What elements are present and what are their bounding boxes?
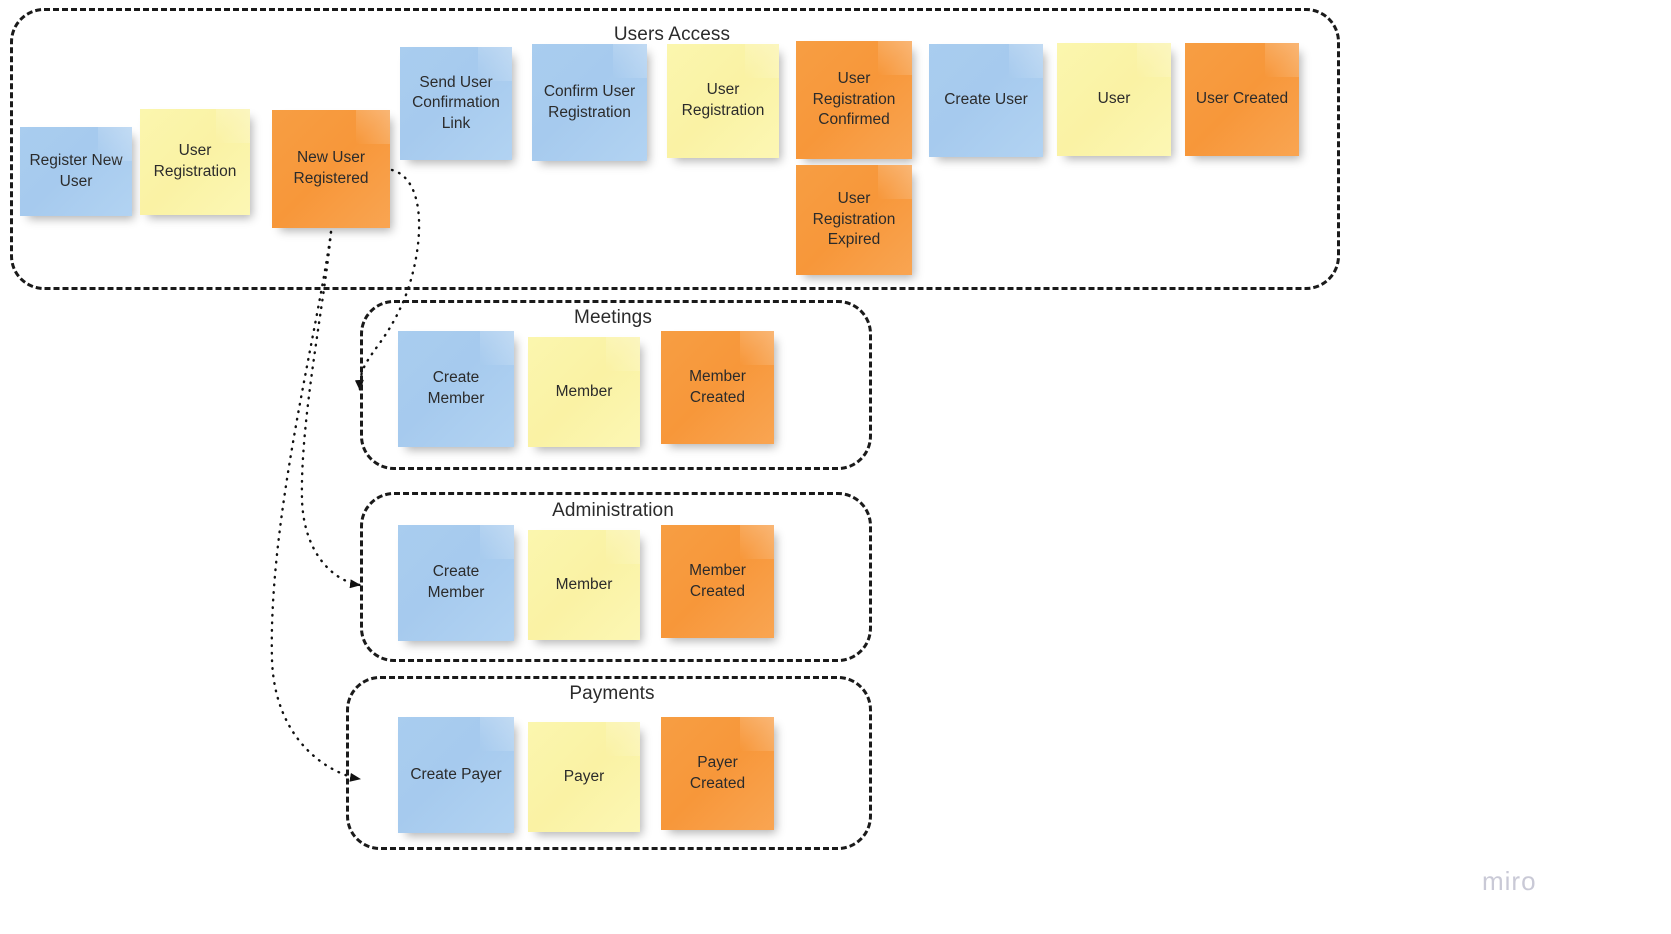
sticky-note-user-created[interactable]: User Created xyxy=(1185,43,1299,156)
sticky-note-user-registration-expired[interactable]: User Registration Expired xyxy=(796,165,912,275)
sticky-note-user-registration-1[interactable]: User Registration xyxy=(140,109,250,215)
frame-meetings[interactable] xyxy=(360,300,872,470)
miro-watermark: miro xyxy=(1482,866,1537,896)
sticky-note-user-registration-2[interactable]: User Registration xyxy=(667,44,779,158)
sticky-note-administration-member[interactable]: Member xyxy=(528,530,640,640)
frame-title-meetings: Meetings xyxy=(574,307,652,328)
connector-new-user-registered-to-payments-create-payer xyxy=(270,230,362,782)
sticky-note-meetings-member[interactable]: Member xyxy=(528,337,640,447)
sticky-note-new-user-registered[interactable]: New User Registered xyxy=(272,110,390,228)
sticky-note-meetings-member-created[interactable]: Member Created xyxy=(661,331,774,444)
frame-title-users-access: Users Access xyxy=(613,24,731,45)
frame-title-payments: Payments xyxy=(569,683,655,704)
sticky-note-payments-payer-created[interactable]: Payer Created xyxy=(661,717,774,830)
sticky-note-meetings-create-member[interactable]: Create Member xyxy=(398,331,514,447)
sticky-note-send-user-confirmation-link[interactable]: Send User Confirmation Link xyxy=(400,47,512,160)
frame-title-administration: Administration xyxy=(552,500,674,521)
sticky-note-payments-create-payer[interactable]: Create Payer xyxy=(398,717,514,833)
sticky-note-user[interactable]: User xyxy=(1057,43,1171,156)
sticky-note-user-registration-confirmed[interactable]: User Registration Confirmed xyxy=(796,41,912,159)
sticky-note-payments-payer[interactable]: Payer xyxy=(528,722,640,832)
sticky-note-register-new-user[interactable]: Register New User xyxy=(20,127,132,216)
frame-payments[interactable] xyxy=(346,676,872,850)
sticky-note-administration-create-member[interactable]: Create Member xyxy=(398,525,514,641)
sticky-note-create-user[interactable]: Create User xyxy=(929,44,1043,157)
frame-users-access[interactable] xyxy=(10,8,1340,290)
sticky-note-confirm-user-registration[interactable]: Confirm User Registration xyxy=(532,44,647,161)
sticky-note-administration-member-created[interactable]: Member Created xyxy=(661,525,774,638)
frame-administration[interactable] xyxy=(360,492,872,662)
